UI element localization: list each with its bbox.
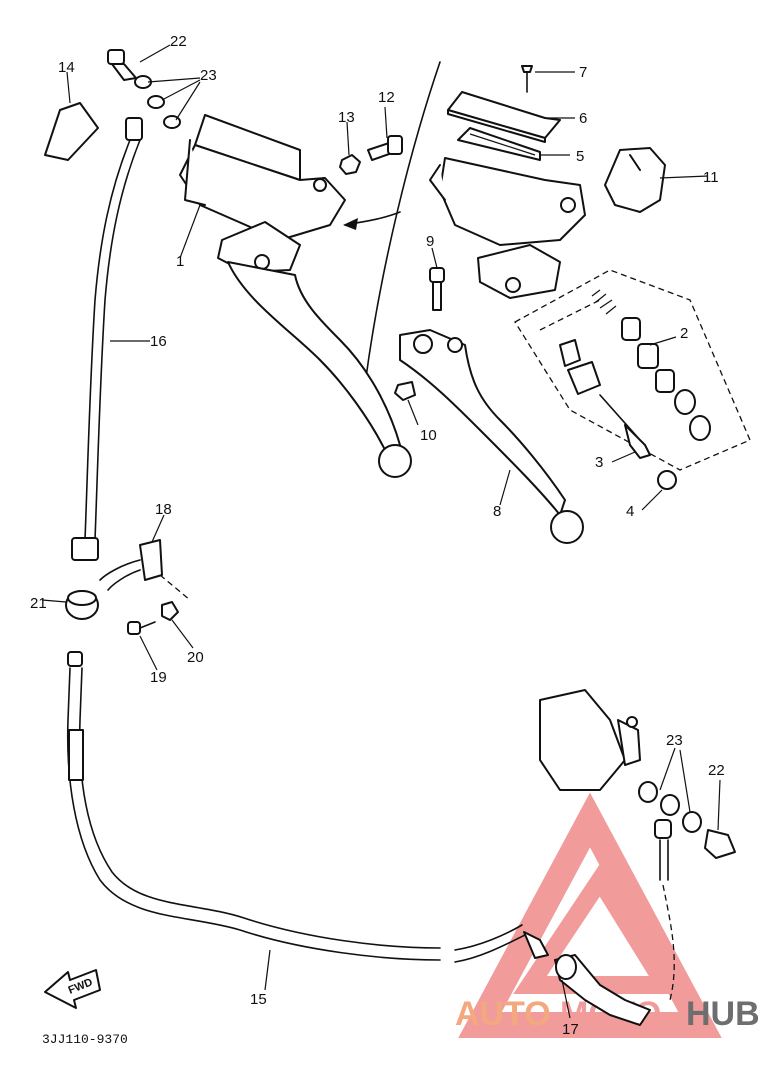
callout-15: 15 [250, 991, 267, 1008]
brake-hose-16 [71, 117, 143, 561]
clutch-lever-left [227, 261, 412, 478]
nut-20 [161, 601, 179, 621]
callout-6: 6 [579, 110, 587, 127]
callout-10: 10 [420, 427, 437, 444]
callout-4: 4 [626, 503, 634, 520]
callout-7: 7 [579, 64, 587, 81]
callout-14: 14 [58, 59, 75, 76]
diaphragm [457, 127, 541, 161]
hose-fitting-17 [554, 954, 651, 1026]
callout-22-top: 22 [170, 33, 187, 50]
callout-8: 8 [493, 503, 501, 520]
brake-hose-15 [66, 651, 549, 963]
callout-11: 11 [703, 169, 719, 186]
reservoir-cap [447, 91, 561, 139]
piston-kit [514, 269, 751, 490]
drawing-code: 3JJ110-9370 [42, 1032, 128, 1047]
watermark-hub: HUB [686, 995, 760, 1033]
leader-lines [41, 44, 721, 1019]
callout-13: 13 [338, 109, 355, 126]
right-master-cylinder [429, 91, 586, 299]
callout-12: 12 [378, 89, 395, 106]
callout-labels: 1 2 3 4 5 6 7 8 9 10 11 12 13 14 15 16 1… [30, 33, 725, 1038]
brake-lever-right [399, 329, 584, 544]
callout-23-top: 23 [200, 67, 217, 84]
nut-13 [339, 154, 361, 175]
callout-16: 16 [150, 333, 167, 350]
callout-18: 18 [155, 501, 172, 518]
caliper-outline [539, 689, 736, 1001]
bolt-9 [429, 267, 445, 311]
screw-7 [521, 65, 533, 93]
callout-22-bottom: 22 [708, 762, 725, 779]
nut-10 [394, 381, 416, 401]
callout-3: 3 [595, 454, 603, 471]
hose-holder-18 [99, 539, 191, 601]
callout-17: 17 [562, 1021, 579, 1038]
master-cylinder-assembly [179, 114, 401, 273]
callout-21: 21 [30, 595, 47, 612]
callout-20: 20 [187, 649, 204, 666]
cap-14 [44, 102, 99, 161]
union-bolt-22-top [107, 49, 181, 129]
callout-23-bottom: 23 [666, 732, 683, 749]
spring [591, 289, 617, 315]
callout-5: 5 [576, 148, 584, 165]
holder-bracket [604, 147, 666, 213]
callout-1: 1 [176, 253, 184, 270]
callout-19: 19 [150, 669, 167, 686]
forward-direction-arrow: FWD [44, 969, 101, 1009]
bolt-19 [127, 621, 156, 635]
callout-2: 2 [680, 325, 688, 342]
callout-9: 9 [426, 233, 434, 250]
bolt-12 [367, 135, 403, 161]
grommet-21 [65, 590, 99, 620]
watermark-auto: AUTO [455, 995, 551, 1033]
